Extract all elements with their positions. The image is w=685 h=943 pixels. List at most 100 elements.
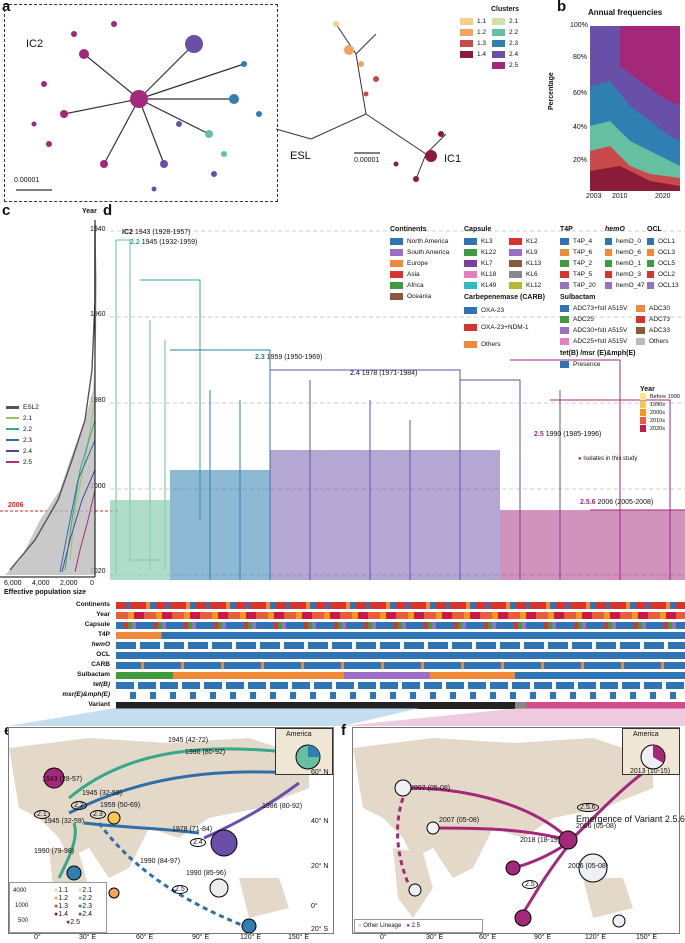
f-legend: ● Other Lineage ● 2.5	[354, 919, 483, 933]
swatch	[464, 323, 477, 331]
dot-icon: ●	[78, 895, 83, 902]
america-pie-e	[295, 744, 321, 770]
swatch	[390, 248, 403, 256]
legend-item: ADC30+fstI A515V	[560, 325, 636, 336]
pop-legend-item: 2.3	[6, 435, 39, 446]
cluster-legend-item: 2.1	[492, 16, 518, 27]
track-tetb	[116, 682, 685, 689]
clusters-legend-title: Clusters	[490, 6, 519, 13]
legend-item: Before 1990	[640, 393, 685, 401]
year-axis-title: Year	[82, 208, 97, 215]
legend-item: hemO_6	[605, 247, 645, 258]
node-date: 1943 (1928-1957)	[134, 229, 191, 236]
legend-label: hemO_0	[616, 238, 641, 245]
lat-tick: 0°	[311, 903, 318, 910]
legend-item: T4P_6	[560, 247, 605, 258]
event-label: 2018 (18-19)	[520, 837, 561, 844]
ic2-label: IC2	[26, 38, 44, 50]
swatch	[6, 439, 19, 442]
pop-legend-label: 2.1	[23, 415, 33, 422]
swatch	[560, 304, 569, 312]
node-date: 1990 (1985-1996)	[545, 431, 602, 438]
event-label: 1990 (84-97)	[140, 858, 181, 865]
legend-item: hemO_3	[605, 269, 645, 280]
legend-label: OXA-23	[481, 307, 505, 314]
track-label-carb: CARB	[91, 661, 110, 668]
track-label-t4p: T4P	[98, 631, 110, 638]
legend-title: OCL	[647, 226, 662, 233]
legend-title: Sulbactam	[560, 294, 596, 301]
legend-item: T4P_20	[560, 280, 605, 291]
legend-label: hemO_3	[616, 271, 641, 278]
legend-title: Capsule	[464, 226, 492, 233]
pop-legend-label: 2.5	[23, 459, 33, 466]
event-label: 2007 (05-08)	[439, 817, 480, 824]
legend-item: ADC30	[636, 303, 685, 314]
node-label: 2.3	[255, 354, 265, 361]
year-tick: 1960	[90, 311, 106, 318]
event-label: 1978 (71-84)	[172, 826, 213, 833]
swatch	[560, 248, 569, 256]
lon-tick: 30° E	[79, 934, 97, 941]
legend-item: T4P_2	[560, 258, 605, 269]
legend-item: ADC25	[560, 314, 636, 325]
dot-icon: ●	[54, 895, 59, 902]
legend-label: ADC73	[649, 316, 670, 323]
swatch	[460, 17, 473, 25]
dot-icon: ●	[78, 911, 83, 918]
size-legend-label: 1000	[15, 903, 29, 909]
cluster-legend-item: 2.4	[492, 49, 518, 60]
ic2-tree	[16, 21, 262, 192]
cluster-key: ●1.2	[54, 895, 68, 902]
legend-item: KL6	[509, 269, 554, 280]
cluster-legend-label: 1.1	[477, 18, 487, 25]
legend-label: 2000s	[650, 410, 665, 416]
cluster-legend-item: 1.4	[460, 49, 486, 60]
swatch	[6, 417, 19, 420]
node-2-5: 2.5 1990 (1985-1996)	[534, 431, 601, 438]
lon-tick: 90° E	[534, 934, 552, 941]
pop-legend-label: 2.4	[23, 448, 33, 455]
event-label: 1959 (50-69)	[100, 802, 141, 809]
panel-letter-b: b	[557, 0, 567, 15]
annual-frequencies-chart	[590, 26, 680, 191]
lon-tick: 90° E	[192, 934, 210, 941]
legend-label: KL3	[481, 238, 493, 245]
swatch	[647, 248, 654, 256]
ic1-tree	[276, 21, 447, 182]
legend-item: Others	[464, 339, 554, 350]
legend-item: KL2	[509, 236, 554, 247]
cluster-key-label: 1.3	[58, 903, 68, 910]
node-label: IC2	[122, 229, 133, 236]
legend-item: KL49	[464, 280, 509, 291]
legend-label: T4P_5	[573, 271, 593, 278]
event-label: 1990 (79-98)	[34, 848, 75, 855]
track-label-sulbactam: Sulbactam	[77, 671, 110, 678]
swatch	[390, 237, 403, 245]
lon-tick: 0°	[380, 934, 387, 941]
ytick: 80%	[573, 54, 588, 61]
swatch	[636, 326, 645, 334]
legend-label: hemO_1	[616, 260, 641, 267]
swatch	[560, 259, 569, 267]
node-date: 1978 (1971-1984)	[361, 370, 418, 377]
isolates-note: ● Isolates in this study	[578, 456, 637, 462]
cluster-legend-item: 1.1	[460, 16, 486, 27]
ytick: 100%	[570, 22, 588, 29]
swatch	[464, 340, 477, 348]
dot-icon: ●	[54, 903, 59, 910]
pop-legend-label: 2.3	[23, 437, 33, 444]
event-label: 1990 (85-96)	[186, 870, 227, 877]
map-f-land	[353, 738, 653, 928]
legend-item: KL7	[464, 258, 509, 269]
legend-item: 2010s	[640, 417, 685, 425]
track-carb	[116, 662, 685, 669]
swatch	[6, 405, 19, 409]
xtick: 6,000	[4, 580, 22, 587]
cluster-legend-label: 2.3	[509, 40, 519, 47]
legend-item: OXA-23	[464, 305, 554, 316]
swatch	[640, 417, 646, 425]
xtick: 4,000	[32, 580, 50, 587]
isolates-note-text: Isolates in this study	[583, 456, 638, 462]
legend-item: ADC73	[636, 314, 685, 325]
